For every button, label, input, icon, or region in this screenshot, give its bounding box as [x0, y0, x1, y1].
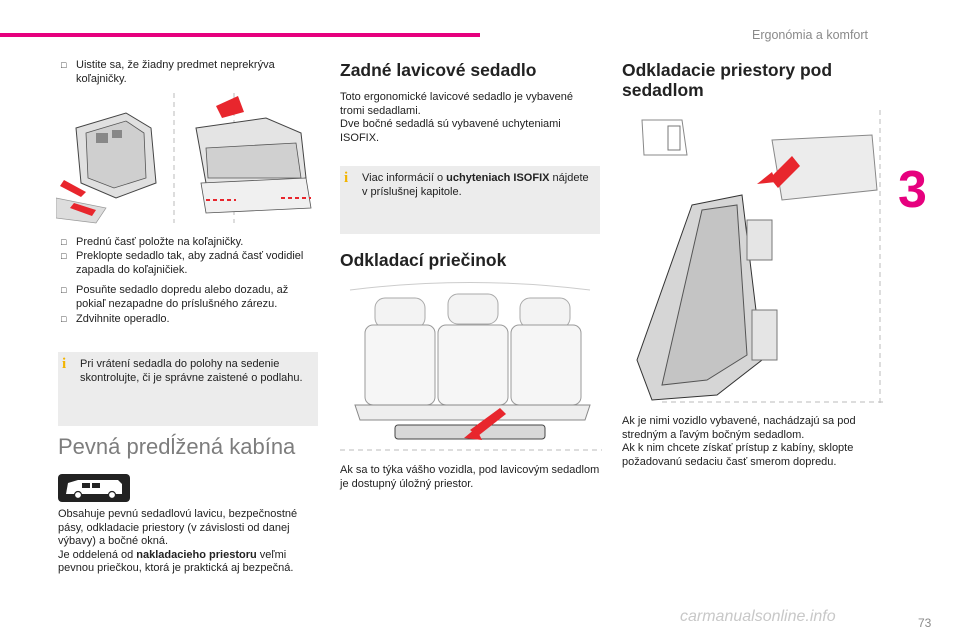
info-icon: i: [344, 170, 349, 186]
van-icon: [58, 474, 130, 502]
paragraph: Ak sa to týka vášho vozidla, pod lavicov…: [340, 464, 600, 490]
bullet-marker-icon: □: [61, 251, 67, 261]
info-text: Viac informácií o uchyteniach ISOFIX náj…: [362, 172, 589, 198]
info-text: Pri vrátení sedadla do polohy na sedenie…: [80, 358, 303, 384]
bullet-text: Uistite sa, že žiadny predmet neprekrýva…: [76, 59, 275, 85]
watermark: carmanualsonline.info: [680, 608, 836, 625]
bullet-item: □ Zdvihnite operadlo.: [61, 313, 316, 327]
chapter-number: 3: [898, 161, 927, 219]
bullet-text: Zdvihnite operadlo.: [76, 313, 170, 325]
bullet-marker-icon: □: [61, 314, 67, 324]
bullet-marker-icon: □: [61, 60, 67, 70]
header-accent-bar: [0, 33, 480, 37]
underseat-storage-illustration: [622, 110, 884, 404]
bullet-item: □ Uistite sa, že žiadny predmet neprekrý…: [61, 59, 316, 86]
section-title: Ergonómia a komfort: [752, 28, 869, 42]
bullet-item: □ Prednú časť položte na koľajničky.: [61, 236, 316, 250]
bullet-marker-icon: □: [61, 285, 67, 295]
seat-rails-illustration: [56, 88, 321, 228]
bullet-text: Prednú časť položte na koľajničky.: [76, 236, 244, 248]
section-heading: Zadné lavicové sedadlo: [340, 60, 537, 80]
bullet-item: □ Posuňte sedadlo dopredu alebo dozadu, …: [61, 284, 316, 311]
paragraph: Toto ergonomické lavicové sedadlo je vyb…: [340, 91, 573, 144]
bullet-item: □ Preklopte sedadlo tak, aby zadná časť …: [61, 250, 316, 277]
section-heading: Pevná predĺžená kabína: [58, 434, 296, 459]
page-number: 73: [918, 616, 932, 630]
info-box: i Pri vrátení sedadla do polohy na seden…: [58, 352, 318, 426]
info-box: i Viac informácií o uchyteniach ISOFIX n…: [340, 166, 600, 234]
bullet-text: Preklopte sedadlo tak, aby zadná časť vo…: [76, 250, 304, 276]
section-heading: Odkladací priečinok: [340, 250, 507, 270]
bullet-marker-icon: □: [61, 237, 67, 247]
storage-drawer-illustration: [340, 280, 602, 452]
bullet-text: Posuňte sedadlo dopredu alebo dozadu, až…: [76, 284, 289, 310]
paragraph: Obsahuje pevnú sedadlovú lavicu, bezpečn…: [58, 508, 298, 574]
paragraph: Ak je nimi vozidlo vybavené, nachádzajú …: [622, 415, 856, 468]
info-icon: i: [62, 356, 67, 372]
